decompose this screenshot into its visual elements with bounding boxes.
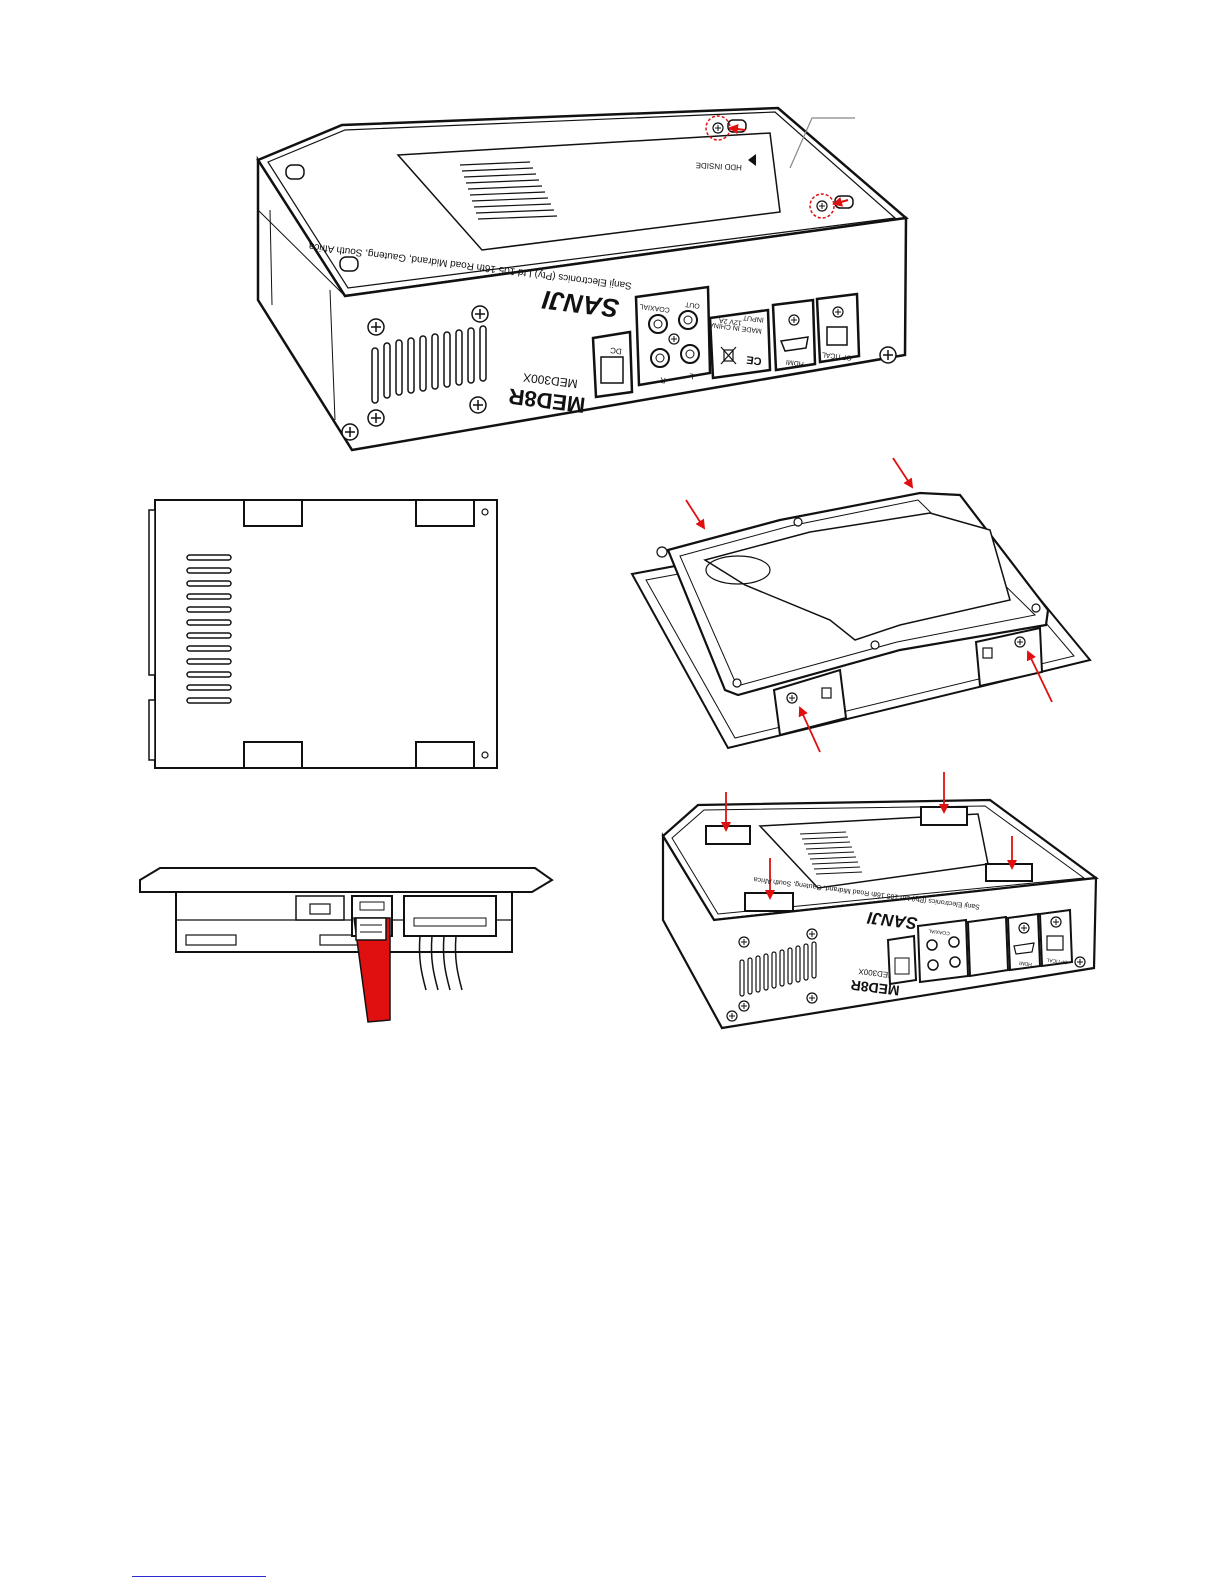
rca-jack-icon [679, 311, 697, 329]
svg-text:DC: DC [609, 346, 622, 356]
rating-label-block: INPUT 12V 2A MADE IN CHINA CE [709, 310, 770, 378]
screw-icon [342, 424, 358, 440]
adhesive-pad [986, 864, 1032, 881]
ce-mark-icon: CE [746, 353, 763, 367]
arrow-icon [686, 500, 704, 528]
rca-block: COAXIAL OUT R L [636, 287, 710, 385]
rca-jack-icon [649, 315, 667, 333]
adhesive-pad [745, 893, 793, 911]
screw-icon [470, 397, 486, 413]
rubber-foot [340, 257, 358, 271]
screw-icon [368, 410, 384, 426]
figure-hdd-on-plate [632, 458, 1090, 752]
screw-icon [368, 319, 384, 335]
dc-jack-block: DC [593, 332, 632, 397]
rca-jack-icon [651, 349, 669, 367]
optical-port-icon [827, 327, 847, 345]
figure-player-bottom-view: HDD INSIDE [258, 108, 906, 450]
sata-power-connector [404, 896, 496, 936]
rubber-foot [286, 165, 304, 179]
footer-link-underline[interactable] [132, 1576, 266, 1577]
screw-icon [880, 347, 896, 363]
arrow-icon [893, 458, 912, 487]
figure-player-pads: Sanji Electronics (Pty) Ltd 105 16th Roa… [663, 772, 1096, 1028]
dc-jack-icon [601, 357, 623, 383]
hdmi-block: HDMI [773, 300, 815, 370]
figure-cover-plate [149, 500, 497, 768]
screw-icon [472, 306, 488, 322]
figure-cable-connection [140, 868, 552, 1022]
optical-block: OPTICAL [817, 294, 859, 362]
rca-jack-icon [681, 345, 699, 363]
adhesive-pad [706, 826, 750, 844]
